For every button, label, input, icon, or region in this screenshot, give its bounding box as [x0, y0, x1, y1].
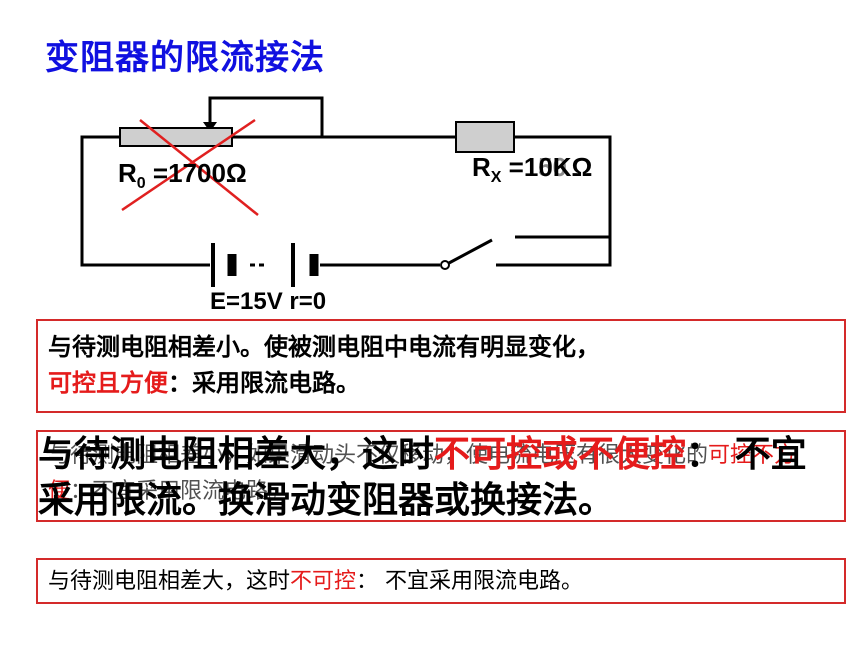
rheostat-r0 [119, 127, 233, 147]
note3-highlight: 不可控 [290, 569, 357, 594]
note2-suffix: ：不宜采用限流电路。 [70, 479, 291, 504]
rx-alt-value: 50 [538, 152, 567, 182]
note3-prefix: 与待测电阻相差大，这时 [48, 569, 291, 594]
circuit-wires [80, 96, 612, 267]
note2-prefix: 与待测电阻相差小，如果滑动头不仅移动，使电流电压有很大变化的 [48, 443, 709, 468]
emf-label: E=15V r=0 [210, 288, 327, 315]
resistor-rx [455, 121, 515, 153]
overlay-prefix: 与待测电阻相差大，这时 [38, 434, 435, 475]
r0-label: R0 =1700Ω [118, 158, 247, 193]
cross-out-icon [121, 118, 259, 216]
note2-highlight: 可控不方便 [48, 443, 797, 504]
circuit-diagram [80, 96, 612, 287]
overlay-suffix: ： 不宜采用限流。换滑动变阻器或换接法。 [38, 434, 807, 521]
note1-line2: ：采用限流电路。 [168, 369, 360, 397]
note-inconvenient: 与待测电阻相差小，如果滑动头不仅移动，使电流电压有很大变化的可控不方便：不宜采用… [36, 430, 846, 522]
page-title: 变阻器的限流接法 [45, 38, 325, 78]
note1-highlight: 可控且方便 [48, 369, 168, 397]
overlay-highlight: 不可控或不便控 [434, 434, 687, 475]
overlay-conclusion: 与待测电阻相差大，这时不可控或不便控： 不宜采用限流。换滑动变阻器或换接法。 [38, 432, 838, 524]
rx-label: RX =10KΩ 50 [472, 152, 593, 187]
switch-icon [440, 238, 493, 270]
note-uncontrollable: 与待测电阻相差大，这时不可控： 不宜采用限流电路。 [36, 558, 846, 604]
note3-suffix: ： 不宜采用限流电路。 [356, 569, 584, 594]
note-small-difference: 与待测电阻相差小。使被测电阻中电流有明显变化， 可控且方便：采用限流电路。 [36, 319, 846, 413]
battery-icon [211, 243, 319, 287]
note1-line1: 与待测电阻相差小。使被测电阻中电流有明显变化， [48, 333, 600, 361]
